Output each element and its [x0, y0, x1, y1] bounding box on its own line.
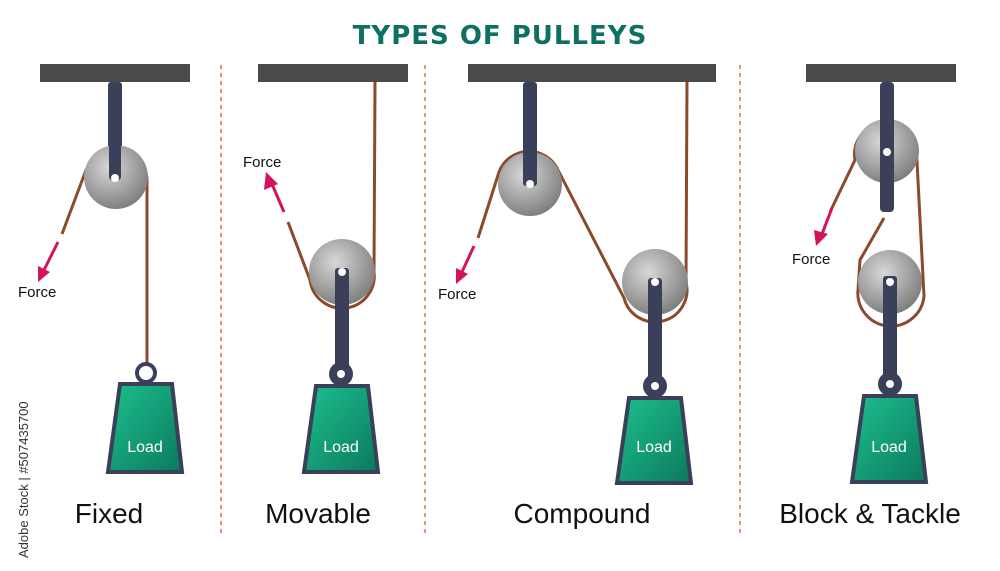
load-label: Load [636, 439, 672, 456]
force-arrow [270, 183, 286, 213]
caption-movable: Movable [265, 498, 371, 529]
load-label: Load [127, 439, 163, 456]
fixed-rod [523, 82, 537, 186]
pulley-rod [335, 268, 349, 374]
load-label: Load [323, 439, 359, 456]
load-weight [301, 384, 381, 474]
watermark-text: Adobe Stock | #507435700 [16, 401, 31, 558]
force-arrow-head [264, 172, 278, 190]
compound-pulley: Force Load Compound [438, 64, 716, 529]
load-label: Load [871, 439, 907, 456]
ceiling-beam [468, 64, 716, 82]
force-label: Force [438, 286, 476, 303]
caption-block-and-tackle: Block & Tackle [779, 498, 961, 529]
force-label: Force [18, 284, 56, 301]
ceiling-beam [806, 64, 956, 82]
pulley-axle [111, 174, 119, 182]
caption-compound: Compound [514, 498, 651, 529]
rope [476, 81, 689, 324]
lower-rod [883, 276, 897, 384]
load-hook-pin [337, 370, 345, 378]
lower-axle [886, 278, 894, 286]
force-arrow-head [38, 266, 50, 282]
page-title: TYPES OF PULLEYS [353, 21, 648, 51]
movable-axle [651, 278, 659, 286]
load-weight [614, 396, 694, 485]
caption-fixed: Fixed [75, 498, 143, 529]
pulley-axle [338, 268, 346, 276]
block-and-tackle-pulley: Force Load Block & Tackle [779, 64, 961, 529]
force-arrow-head [456, 268, 468, 284]
upper-rod [880, 82, 894, 212]
pulley-axle-rod [109, 82, 121, 180]
movable-pulley: Force Load Movable [243, 64, 408, 529]
force-label: Force [243, 154, 281, 171]
force-arrow [460, 245, 476, 273]
movable-rod [648, 278, 662, 386]
ceiling-beam [258, 64, 408, 82]
fixed-pulley: Force Load Fixed [18, 64, 190, 529]
load-weight [105, 382, 185, 474]
force-arrow-head [814, 230, 828, 246]
ceiling-beam [40, 64, 190, 82]
load-weight [849, 394, 929, 484]
upper-axle [883, 148, 891, 156]
load-hook-pin [651, 382, 659, 390]
force-label: Force [792, 251, 830, 268]
load-hook-pin [886, 380, 894, 388]
force-arrow [820, 207, 834, 235]
load-hook [135, 362, 157, 384]
force-arrow [42, 241, 60, 271]
fixed-axle [526, 180, 534, 188]
